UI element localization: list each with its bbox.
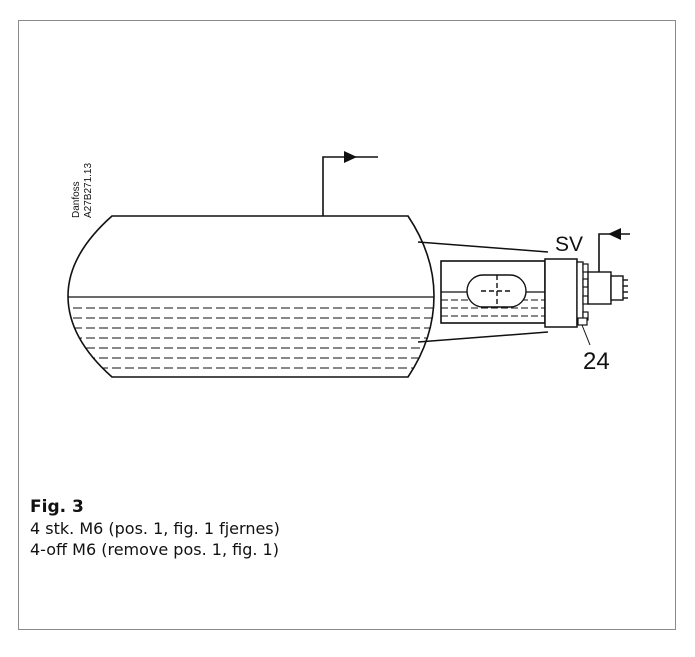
- manufacturer-code: Danfoss: [71, 181, 82, 218]
- valve-label: SV: [555, 233, 583, 256]
- position-number: 24: [583, 348, 610, 375]
- float-chamber: [440, 260, 546, 324]
- connecting-cone: [417, 241, 549, 343]
- figure-caption: Fig. 3 4 stk. M6 (pos. 1, fig. 1 fjernes…: [30, 497, 280, 560]
- receiver-tank: [67, 215, 435, 378]
- inlet-flow-arrow: [608, 228, 621, 240]
- flange-bolts: [577, 263, 589, 326]
- flange-plate: [544, 258, 584, 328]
- figure-frame: [18, 20, 676, 630]
- figure-title: Fig. 3: [30, 497, 84, 517]
- caption-line-english: 4-off M6 (remove pos. 1, fig. 1): [30, 540, 279, 559]
- tank-liquid: [68, 296, 434, 369]
- drawing-code: A27B271.13: [83, 163, 94, 218]
- caption-line-danish: 4 stk. M6 (pos. 1, fig. 1 fjernes): [30, 519, 280, 538]
- servo-valve: [587, 271, 628, 305]
- outlet-pipe: [322, 156, 378, 216]
- position-leader-line: [581, 324, 591, 346]
- valve-inlet-pipe: [598, 233, 630, 272]
- float-ball: [466, 274, 527, 308]
- outlet-flow-arrow: [344, 151, 357, 163]
